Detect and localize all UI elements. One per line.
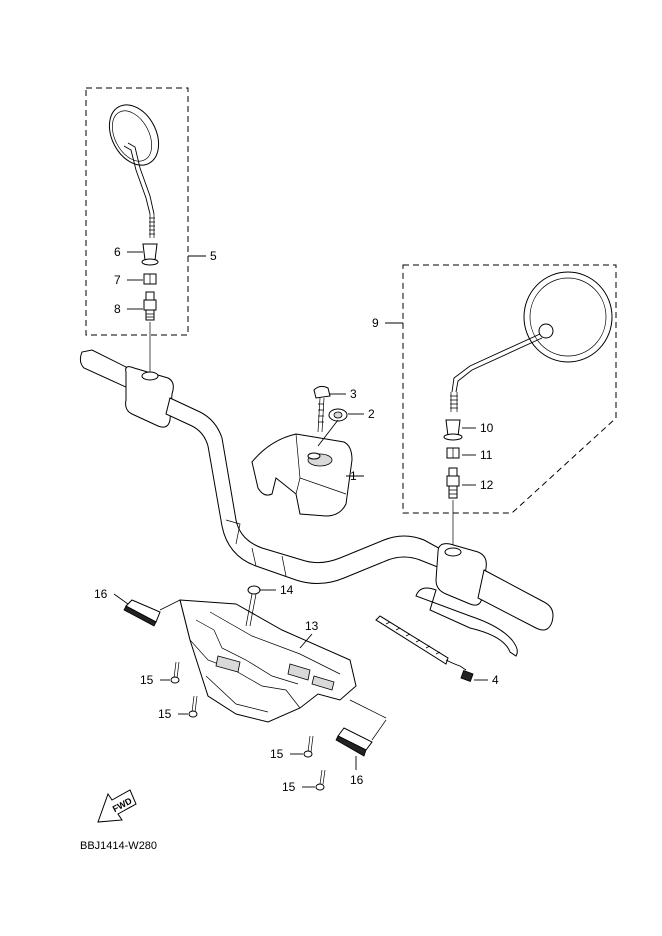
callout-16-b: 16 <box>350 773 364 787</box>
right-mirror-assembly <box>385 264 617 550</box>
callout-9: 9 <box>372 316 379 330</box>
callout-15-a: 15 <box>140 673 154 687</box>
callout-15-c: 15 <box>270 747 284 761</box>
diagram-code: BBJ1414-W280 <box>80 840 157 852</box>
callout-8: 8 <box>114 302 121 316</box>
callout-5: 5 <box>210 249 217 263</box>
part-12-adapter <box>448 467 458 477</box>
callout-15-b: 15 <box>158 707 172 721</box>
callout-10: 10 <box>480 421 494 435</box>
part-15-screw-a <box>160 661 180 684</box>
callout-13: 13 <box>305 619 319 633</box>
part-16-reflector-right <box>335 699 387 770</box>
part-6-rubber-cover <box>142 243 158 261</box>
part-4-cable-tie <box>375 615 488 682</box>
part-15-screw-b <box>178 695 198 718</box>
callout-14: 14 <box>280 583 294 597</box>
right-mirror-head <box>523 271 613 363</box>
brake-lever <box>415 587 518 657</box>
left-mirror-group-box <box>85 87 189 336</box>
callout-11: 11 <box>480 448 493 462</box>
callout-6: 6 <box>114 245 121 259</box>
callout-3: 3 <box>350 387 357 401</box>
part-3-screw <box>313 385 331 399</box>
callout-16-a: 16 <box>94 587 108 601</box>
handlebar-cover-assembly <box>251 385 364 517</box>
handlebar <box>79 349 554 657</box>
part-15-screw-c <box>290 735 314 758</box>
part-15-screw-d <box>302 769 326 791</box>
callout-2: 2 <box>368 407 375 421</box>
fwd-arrow-icon: FWD <box>97 789 137 823</box>
callout-7: 7 <box>114 273 121 287</box>
part-1-cover <box>251 433 353 517</box>
left-mirror-assembly <box>85 87 206 372</box>
callout-1: 1 <box>350 469 357 483</box>
left-mirror-head <box>108 104 160 166</box>
part-16-reflector-left <box>113 593 181 627</box>
part-14-screw <box>245 585 276 627</box>
part-8-adapter <box>145 291 155 301</box>
callout-12: 12 <box>480 478 494 492</box>
callout-15-d: 15 <box>282 780 296 794</box>
callout-4: 4 <box>492 673 499 687</box>
part-13-lower-cover <box>179 599 357 723</box>
left-lever-holder <box>125 366 174 428</box>
